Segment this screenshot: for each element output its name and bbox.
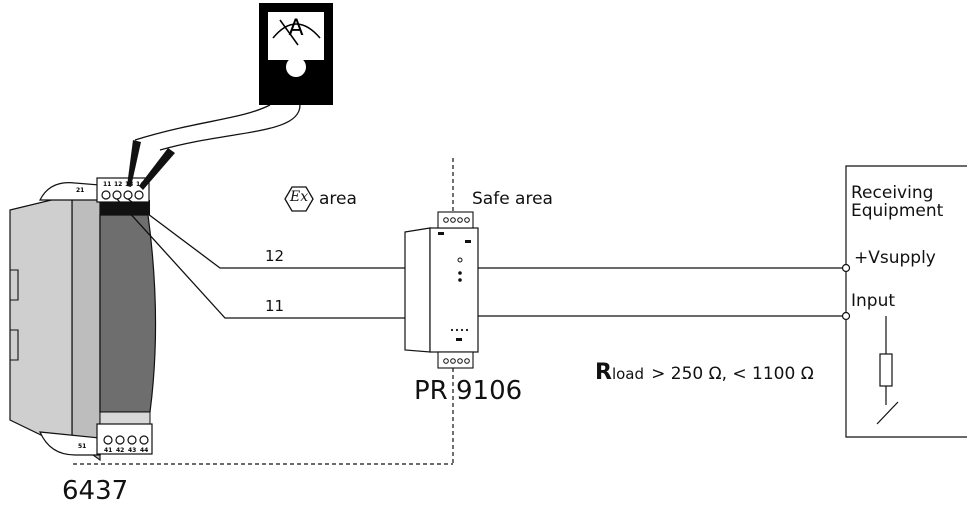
- terminal-21-label: 21: [76, 187, 84, 194]
- load-resistor: [876, 316, 899, 425]
- ex-symbol: Ex: [284, 186, 314, 212]
- load-resistance-label: Rload > 250 Ω, < 1100 Ω: [595, 360, 814, 385]
- receiving-equipment-box: [845, 165, 967, 438]
- meter-symbol: A: [288, 16, 303, 41]
- wire-11-label: 11: [265, 297, 285, 315]
- isolator-pr9106: [404, 211, 479, 369]
- supply-terminal-label: +Vsupply: [854, 248, 936, 268]
- terminal-43-label: 43: [128, 447, 136, 454]
- terminal-51-label: 51: [78, 443, 86, 450]
- wire-12-label: 12: [265, 247, 285, 265]
- input-terminal-label: Input: [851, 291, 896, 311]
- terminal-11-label: 11: [103, 181, 111, 188]
- terminal-41-label: 41: [104, 447, 112, 454]
- terminal-12-label: 12: [114, 181, 122, 188]
- hazardous-area-label: area: [319, 189, 357, 209]
- load-symbol: R: [595, 360, 612, 385]
- probe-1: [127, 140, 141, 187]
- receiver-title-line1: Receiving: [851, 183, 934, 203]
- transmitter-model-label: 6437: [62, 476, 129, 506]
- safe-area-label: Safe area: [472, 189, 553, 209]
- input-terminal: [841, 311, 851, 321]
- wire-11: [116, 198, 410, 319]
- meter-lead-2: [159, 104, 301, 151]
- ex-symbol-text: Ex: [290, 189, 309, 205]
- isolator-model-label: PR 9106: [414, 376, 523, 406]
- wire-12: [127, 198, 410, 269]
- receiver-title-line2: Equipment: [851, 201, 944, 221]
- meter-lead-1: [134, 104, 271, 141]
- terminal-42-label: 42: [116, 447, 124, 454]
- transmitter-6437: 11 12 13 14 21 41 42 43 44 51: [9, 177, 157, 462]
- load-subscript: load: [611, 365, 645, 383]
- load-range: > 250 Ω, < 1100 Ω: [651, 364, 814, 384]
- terminal-44-label: 44: [140, 447, 148, 454]
- probe-2: [139, 148, 175, 190]
- supply-terminal: [841, 263, 851, 273]
- ammeter: A: [259, 3, 333, 105]
